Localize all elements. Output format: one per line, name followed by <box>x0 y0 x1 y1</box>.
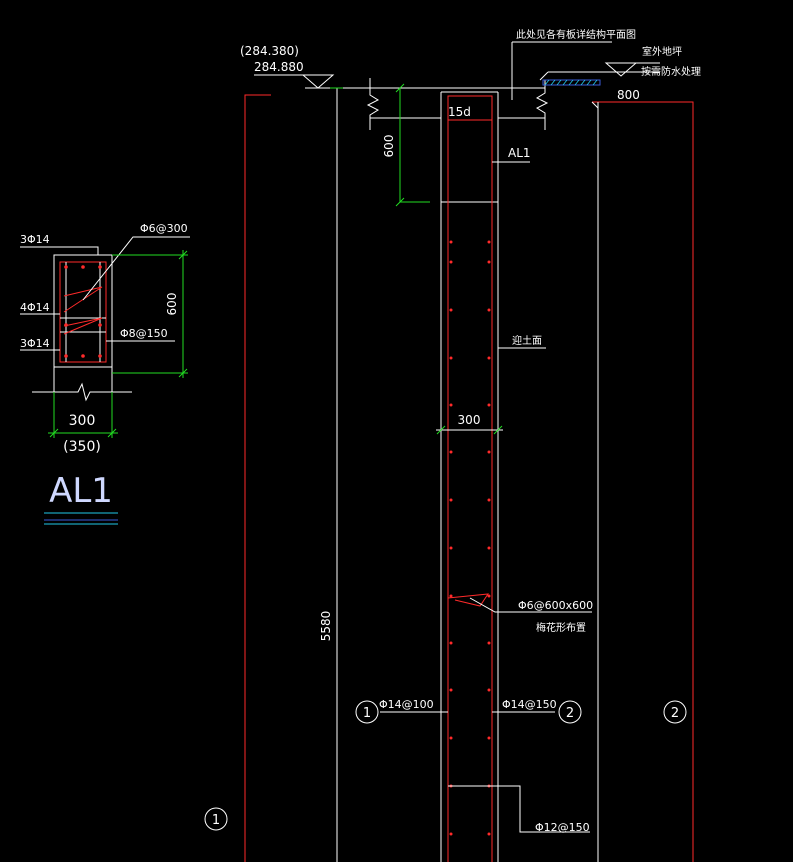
note-waterproof: 按需防水处理 <box>641 65 701 78</box>
dim-300: 300 <box>458 413 481 427</box>
rebar-dots-wall <box>449 240 491 836</box>
label-width: 300 <box>69 413 96 429</box>
tie-symbol <box>447 593 490 607</box>
level-marker <box>301 74 335 89</box>
tie-spec: Φ6@600x600 <box>518 599 593 612</box>
outer-boundary-right <box>592 101 694 862</box>
axis-circle-1 <box>355 700 379 724</box>
axis-label-1-left: 1 <box>212 813 220 828</box>
tie-note: 梅花形布置 <box>536 621 586 634</box>
bars-right: Φ14@150 <box>502 698 557 711</box>
axis-circle-1-left <box>204 807 228 831</box>
level-lower: 284.880 <box>254 60 304 74</box>
section-detail: 3Φ14 4Φ14 3Φ14 Φ6@300 Φ8@150 600 300 (35… <box>20 222 190 525</box>
axis-label-2: 2 <box>566 706 574 721</box>
level-upper: (284.380) <box>240 44 299 58</box>
stirrup <box>59 261 107 363</box>
bars-bottom: Φ12@150 <box>535 821 590 834</box>
label-soil-face: 迎土面 <box>512 334 542 347</box>
note-outdoor-ground: 室外地坪 <box>642 45 682 58</box>
dim-600: 600 <box>382 135 396 158</box>
wall-elevation: (284.380) 284.880 此处见各有板详结构平面图 室外地坪 按需防水… <box>204 28 701 862</box>
section-outline <box>53 254 113 368</box>
axis-label-1: 1 <box>363 706 371 721</box>
ground-hatch <box>542 79 601 86</box>
dim-15d: 15d <box>448 105 471 119</box>
label-top-bars: 3Φ14 <box>20 233 50 246</box>
slab-break-left <box>366 78 380 130</box>
axis-label-2-right: 2 <box>671 706 679 721</box>
label-width-alt: (350) <box>63 439 101 455</box>
break-line <box>32 382 132 402</box>
leader-top-bars <box>20 246 99 255</box>
label-al1: AL1 <box>508 146 531 160</box>
main-rebar <box>447 95 493 862</box>
bars-left: Φ14@100 <box>379 698 434 711</box>
label-bottom-bars: 3Φ14 <box>20 337 50 350</box>
leader-bars-bottom <box>448 785 590 833</box>
rebar-dots <box>64 265 102 358</box>
section-title: AL1 <box>49 471 113 511</box>
label-stirrup-spacing: Φ8@150 <box>120 327 168 340</box>
slab-break-right <box>535 80 549 130</box>
tie-zigzag <box>63 286 103 313</box>
axis-circle-2 <box>558 700 582 724</box>
dim-800: 800 <box>617 88 640 102</box>
label-tie-spacing: Φ6@300 <box>140 222 188 235</box>
note-structure-plan: 此处见各有板详结构平面图 <box>516 28 636 41</box>
dim-5580: 5580 <box>319 611 333 642</box>
level-marker-outdoor <box>604 62 638 77</box>
axis-circle-2-right <box>663 700 687 724</box>
label-height: 600 <box>165 293 179 316</box>
leader-tie-spec <box>469 597 592 613</box>
leader-tie <box>82 236 190 301</box>
label-mid-bars: 4Φ14 <box>20 301 50 314</box>
outer-boundary-left <box>244 94 271 862</box>
